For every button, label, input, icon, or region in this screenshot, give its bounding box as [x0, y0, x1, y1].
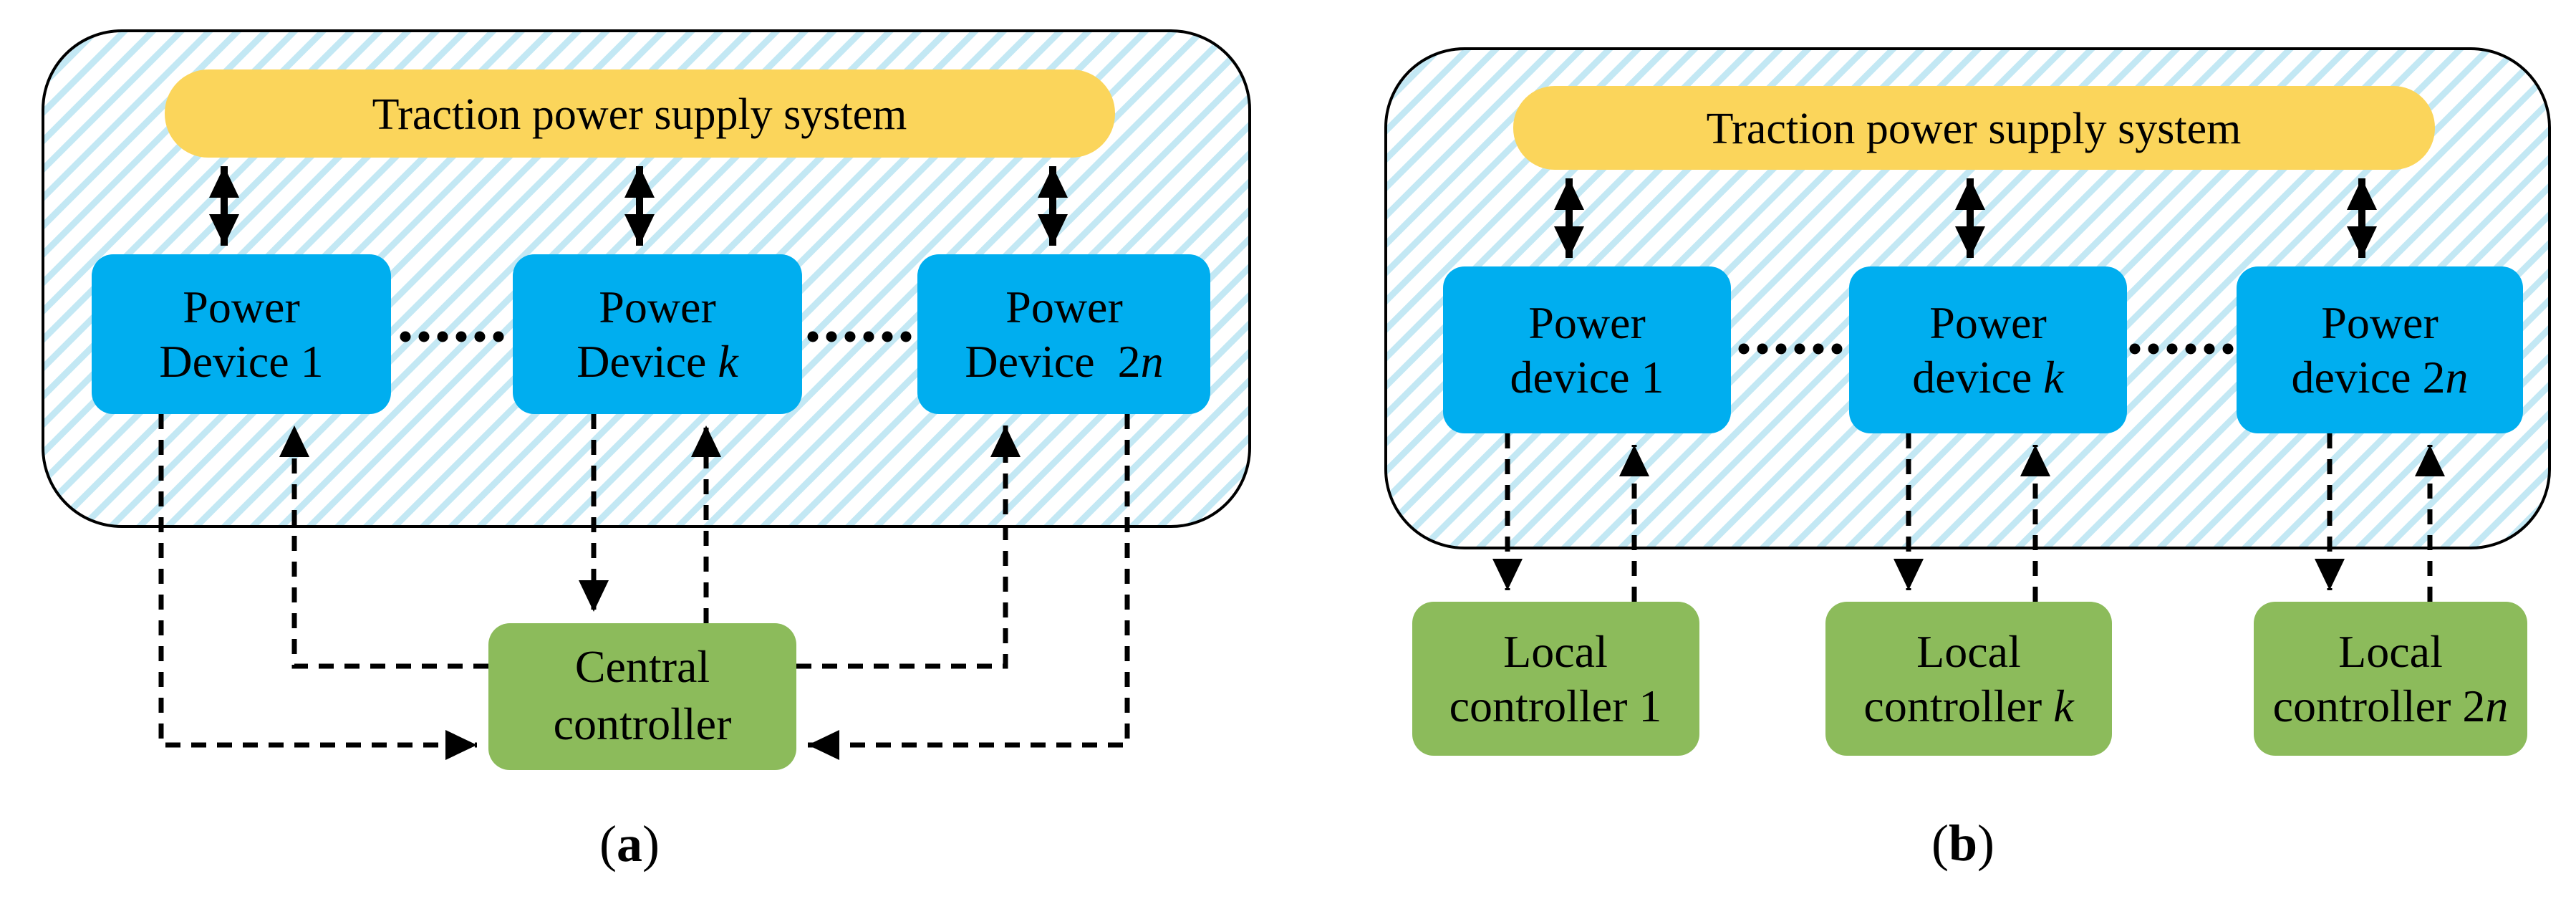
power-device-2n-a: Power Device 2n: [917, 254, 1210, 414]
power-device-1-label-line1-a: Power: [183, 282, 300, 332]
link-controller-to-device2n-a: [796, 426, 1021, 669]
power-device-k-a: Power Device k: [513, 254, 802, 414]
power-device-k-label-line2-a: Device k: [577, 336, 739, 387]
local-controller-1-label-line2: controller 1: [1449, 681, 1662, 731]
power-device-2n-b: Power device 2n: [2237, 266, 2523, 433]
power-device-1-a: Power Device 1: [92, 254, 391, 414]
central-controller-a: Central controller: [488, 623, 796, 770]
ellipsis-dots-b-left: [1738, 343, 1843, 355]
power-device-k-label-line1-a: Power: [599, 282, 716, 332]
link-device1-to-controller-a: [158, 414, 477, 760]
local-controller-k: Local controller k: [1825, 602, 2112, 756]
power-device-k-box-a: [513, 254, 802, 414]
power-device-1-label-line2-b: device 1: [1510, 352, 1664, 403]
caption-a: (a): [599, 815, 660, 872]
power-device-k-label-line2-b: device k: [1912, 352, 2065, 403]
central-controller-label-line1: Central: [575, 641, 710, 692]
local-controller-2n-label-line2: controller 2n: [2273, 681, 2509, 731]
power-device-k-b: Power device k: [1849, 266, 2127, 433]
traction-bus-label-b: Traction power supply system: [1707, 105, 2242, 153]
traction-bus-a: [165, 69, 1115, 158]
local-controller-2n-box: [2254, 602, 2527, 756]
central-controller-box: [488, 623, 796, 770]
local-controller-k-label-line1: Local: [1916, 626, 2021, 677]
traction-bus-b: [1513, 86, 2435, 170]
local-controller-2n: Local controller 2n: [2254, 602, 2527, 756]
ellipsis-dots-b-right: [2129, 343, 2234, 355]
power-device-1-box-a: [92, 254, 391, 414]
local-controller-k-box: [1825, 602, 2112, 756]
local-controller-1-box: [1412, 602, 1699, 756]
traction-bus-label-a: Traction power supply system: [372, 90, 907, 139]
power-device-2n-box-a: [917, 254, 1210, 414]
local-controller-1: Local controller 1: [1412, 602, 1699, 756]
caption-b: (b): [1931, 814, 1994, 872]
power-device-1-b: Power device 1: [1443, 266, 1731, 433]
power-device-2n-label-line2-b: device 2n: [2292, 352, 2469, 403]
link-controller-to-device1-a: [279, 426, 488, 669]
figure-b: Traction power supply system Power devic…: [1384, 47, 2551, 872]
ellipsis-dots-a-right: [807, 331, 912, 342]
figure-a: Traction power supply system Power Devic…: [42, 29, 1251, 872]
link-device2n-to-controller-a: [808, 414, 1130, 760]
power-device-2n-label-line2-a: Device 2n: [965, 336, 1163, 387]
central-controller-label-line2: controller: [554, 698, 732, 749]
power-device-k-box-b: [1849, 266, 2127, 433]
local-controller-k-label-line2: controller k: [1863, 681, 2075, 731]
ellipsis-dots-a-left: [400, 331, 504, 342]
power-device-1-box-b: [1443, 266, 1731, 433]
power-device-2n-label-line1-a: Power: [1005, 282, 1123, 332]
local-controller-2n-label-line1: Local: [2338, 626, 2443, 677]
power-device-2n-box-b: [2237, 266, 2523, 433]
local-controller-1-label-line1: Local: [1503, 626, 1608, 677]
power-device-1-label-line2-a: Device 1: [159, 336, 323, 387]
power-device-k-label-line1-b: Power: [1929, 297, 2047, 348]
power-device-2n-label-line1-b: Power: [2321, 297, 2438, 348]
power-device-1-label-line1-b: Power: [1528, 297, 1646, 348]
